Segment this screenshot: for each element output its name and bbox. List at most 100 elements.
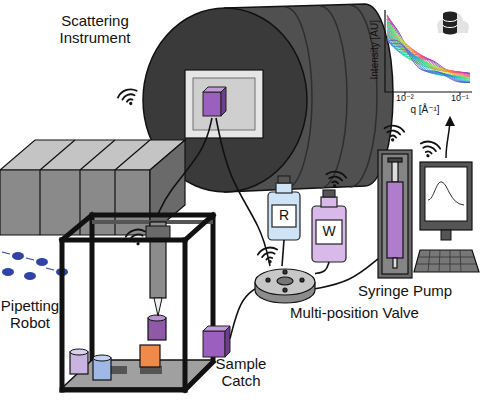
computer — [446, 118, 450, 158]
data-plot — [385, 10, 472, 92]
reservoir-bottle-shape — [278, 176, 290, 183]
beam-line — [0, 170, 150, 235]
database-cloud-icon — [443, 30, 457, 35]
reservoir-bottle-shape — [268, 176, 300, 240]
data-plot — [385, 10, 472, 95]
database-cloud-icon — [443, 12, 457, 17]
valve-shape — [255, 269, 315, 295]
robot-frame-front — [62, 238, 185, 243]
computer — [416, 264, 476, 265]
scattering-curve — [387, 19, 470, 77]
computer — [418, 257, 474, 258]
particles — [12, 252, 24, 260]
node-label: Pipetting Robot — [0, 297, 61, 332]
computer — [460, 250, 461, 272]
tubing-line — [216, 118, 270, 266]
particles — [36, 258, 48, 266]
computer — [428, 182, 464, 205]
instrument-cylinder — [320, 6, 347, 188]
waste-bottle-shape — [323, 190, 335, 197]
multi-position-valve: Multi-position Valve — [255, 266, 315, 304]
computer — [428, 250, 430, 272]
syringe-pump: Syringe Pump — [378, 150, 412, 278]
wifi-symbols — [116, 87, 441, 266]
wifi-symbols — [125, 227, 148, 247]
tubing-line — [158, 118, 212, 215]
robot-frame — [62, 215, 213, 388]
axis-title: q [Å⁻¹] — [400, 104, 450, 116]
valve-shape — [283, 288, 287, 292]
waste-bottle-shape — [312, 206, 346, 262]
reservoir-bottle-shape — [268, 192, 300, 240]
labware — [148, 315, 166, 321]
computer — [414, 250, 479, 272]
beam-line — [115, 140, 150, 170]
node-label: R — [268, 207, 300, 223]
scattering-curve — [387, 31, 470, 83]
robot-frame-front — [62, 388, 185, 393]
robot-frame-front — [185, 362, 213, 390]
valve-shape — [277, 277, 293, 285]
particles — [46, 268, 54, 270]
particles — [24, 272, 36, 280]
robot-frame-front — [185, 215, 213, 240]
labware — [93, 355, 111, 361]
robot-frame-front — [92, 213, 213, 218]
valve-shape — [255, 269, 315, 303]
sample-catch-cube — [203, 331, 225, 357]
sample-catch-cube — [203, 326, 230, 357]
wifi-symbols — [418, 139, 441, 159]
particles — [2, 252, 54, 270]
beam-line — [114, 170, 115, 235]
robot-gantry — [92, 222, 213, 316]
scattering-instrument: Scattering Instrument — [150, 8, 390, 118]
robot-frame-front — [60, 240, 65, 390]
labware — [70, 315, 166, 380]
reservoir-bottle-shape — [276, 183, 292, 193]
sample-cell — [203, 87, 226, 116]
labware — [140, 345, 160, 367]
pump-shape — [392, 160, 398, 182]
scattering-curve — [387, 40, 470, 82]
database-cloud-icon — [437, 12, 469, 35]
pipetting-robot: Pipetting RobotSample Catch — [60, 215, 215, 393]
axis-title: Intensity [AU] — [369, 5, 381, 95]
pump-shape — [378, 150, 412, 278]
computer — [420, 162, 472, 230]
computer — [414, 118, 479, 272]
computer — [450, 250, 451, 272]
valve-shape — [266, 278, 270, 282]
pump-shape — [382, 154, 408, 274]
node-label: Scattering Instrument — [45, 12, 145, 47]
node-label: Sample Catch — [212, 355, 270, 390]
scattering-curve — [387, 39, 470, 82]
particles — [26, 258, 34, 260]
beam-line — [39, 170, 40, 235]
reservoir-bottle: R — [268, 176, 300, 240]
pump-shape — [378, 150, 412, 278]
sample-cell — [221, 87, 226, 116]
sample-cell — [203, 92, 221, 116]
instrument-cylinder — [193, 78, 255, 130]
tick-label: 10⁻² — [395, 93, 415, 103]
beam-line — [80, 140, 115, 170]
waste-bottle: W — [312, 190, 346, 262]
tubing-line — [282, 240, 284, 266]
robot-gantry — [154, 298, 162, 316]
node-label: W — [312, 223, 346, 239]
robot-frame — [90, 215, 95, 362]
scattering-curve — [387, 26, 470, 82]
wifi-symbols — [116, 87, 140, 109]
valve-shape — [283, 270, 287, 274]
beam-line — [40, 140, 75, 170]
pump-shape — [388, 158, 402, 162]
database-cloud-icon — [443, 14, 457, 32]
tubing-line — [230, 289, 255, 339]
computer — [416, 250, 476, 272]
computer — [439, 250, 440, 272]
waste-bottle-shape — [312, 190, 346, 262]
labware — [70, 349, 88, 355]
particles — [2, 268, 14, 276]
pump-shape — [393, 258, 397, 268]
